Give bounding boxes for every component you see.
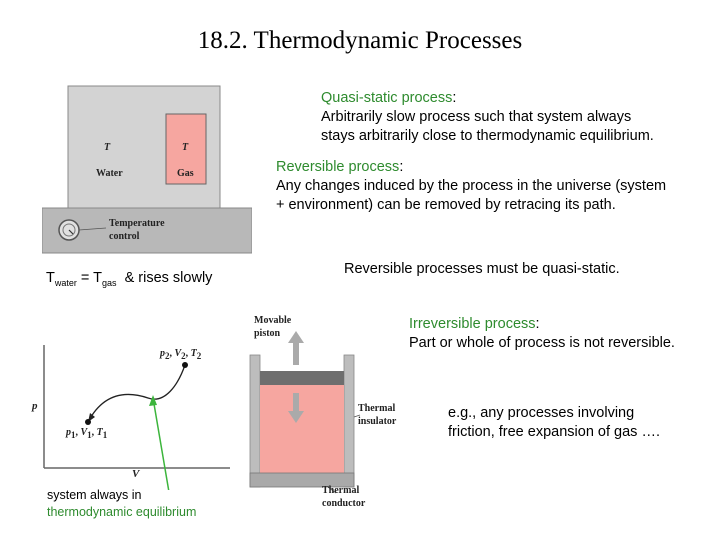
- dial-inner-ring: [62, 223, 76, 237]
- state-1-label: p1, V1, T1: [66, 427, 107, 440]
- control-label: control: [109, 231, 140, 242]
- insulator-label: insulator: [358, 416, 397, 427]
- dial-needle: [68, 229, 74, 235]
- state-2-point: [182, 362, 188, 368]
- quasi-static-definition: Quasi-static process: Arbitrarily slow p…: [321, 90, 654, 144]
- comma: ,: [91, 427, 95, 438]
- v1-symbol: V: [80, 427, 88, 438]
- reversible-line-2: + environment) can be removed by retraci…: [276, 197, 616, 213]
- gas-container: [165, 113, 207, 185]
- insulator-leader-line: [353, 414, 361, 418]
- figure-piston-cylinder: Movable piston Thermal insulator Thermal…: [248, 305, 408, 515]
- p1-subscript: 1: [71, 430, 76, 440]
- reversible-definition: Reversible process: Any changes induced …: [276, 159, 667, 213]
- equals-sign: =: [80, 270, 90, 286]
- v1-subscript: 1: [87, 430, 92, 440]
- t2-subscript: 2: [196, 351, 202, 361]
- temperature-equality: Twater = Tgas & rises slowly: [46, 269, 212, 293]
- water-subscript: water: [54, 277, 77, 288]
- quasi-static-requirement: Reversible processes must be quasi-stati…: [344, 261, 620, 277]
- quasi-static-term: Quasi-static process: [321, 90, 453, 106]
- piston-down-arrow: [288, 393, 304, 423]
- annotation-line-2: thermodynamic equilibrium: [47, 505, 197, 519]
- gas-region: [260, 385, 344, 473]
- piston-up-arrow: [288, 331, 304, 365]
- example-line-2: friction, free expansion of gas ….: [448, 424, 660, 440]
- quasi-static-line-1: Arbitrarily slow process such that syste…: [321, 109, 632, 125]
- comma: ,: [169, 348, 173, 359]
- irreversible-definition: Irreversible process: Part or whole of p…: [409, 316, 675, 351]
- p1-symbol: p: [66, 427, 71, 438]
- piston-cylinder-drawing: [249, 331, 361, 494]
- conductor-base: [249, 472, 355, 488]
- conductor-leader-line: [327, 486, 337, 494]
- t2-symbol: T: [190, 348, 197, 359]
- p2-symbol: p: [160, 348, 165, 359]
- equilibrium-pointer-arrowhead: [149, 395, 157, 406]
- example-line-1: e.g., any processes involving: [448, 405, 635, 421]
- left-insulator-wall: [249, 354, 261, 488]
- slide-title: 18.2. Thermodynamic Processes: [197, 27, 523, 54]
- p2-subscript: 2: [165, 351, 170, 361]
- pv-diagram-drawing: [43, 345, 230, 499]
- comma: ,: [185, 348, 189, 359]
- equilibrium-annotation: system always in thermodynamic equilibri…: [47, 487, 196, 521]
- irreversible-term: Irreversible process: [409, 316, 536, 332]
- t1-subscript: 1: [102, 430, 108, 440]
- water-temperature-symbol: T: [104, 142, 111, 153]
- piston: [260, 371, 344, 385]
- rises-slowly-text: & rises slowly: [124, 270, 213, 286]
- v2-subscript: 2: [181, 351, 186, 361]
- water-label: Water: [96, 168, 123, 179]
- irreversible-line-1: Part or whole of process is not reversib…: [409, 335, 675, 351]
- reversible-term: Reversible process: [276, 159, 400, 175]
- annotation-line-1: system always in: [47, 488, 142, 502]
- v2-symbol: V: [174, 348, 182, 359]
- dial-leader-line: [78, 227, 107, 231]
- gas-subscript: gas: [102, 277, 117, 288]
- thermal-insulator-label-1: Thermal: [358, 403, 396, 414]
- reversible-line-1: Any changes induced by the process in th…: [276, 178, 667, 194]
- gas-label: Gas: [177, 168, 194, 179]
- quasi-static-line-2: stays arbitrarily close to thermodynamic…: [321, 128, 654, 144]
- t-water-symbol: T: [46, 270, 55, 286]
- piston-label: piston: [254, 328, 281, 339]
- t1-symbol: T: [96, 427, 103, 438]
- p-axis-label: p: [32, 400, 38, 412]
- state-1-point: [85, 419, 91, 425]
- comma: ,: [75, 427, 79, 438]
- figure-water-bath: T Water T Gas Temperature control: [41, 84, 253, 254]
- thermal-conductor-label-1: Thermal: [322, 485, 360, 496]
- gas-temperature-symbol: T: [182, 142, 189, 153]
- movable-label: Movable: [254, 315, 292, 326]
- v-axis-label: V: [132, 468, 140, 480]
- water-bath-drawing: [41, 85, 253, 254]
- temperature-label: Temperature: [109, 218, 165, 229]
- process-curve: [87, 364, 186, 423]
- irreversible-examples: e.g., any processes involving friction, …: [448, 404, 660, 442]
- figure-pv-diagram: p V p2, V2, T2 p1, V1, T1: [30, 340, 240, 499]
- conductor-label: conductor: [322, 498, 366, 509]
- right-insulator-wall: [343, 354, 355, 488]
- t-gas-symbol: T: [93, 270, 103, 286]
- equilibrium-pointer-line: [152, 397, 171, 499]
- state-2-label: p2, V2, T2: [160, 348, 201, 361]
